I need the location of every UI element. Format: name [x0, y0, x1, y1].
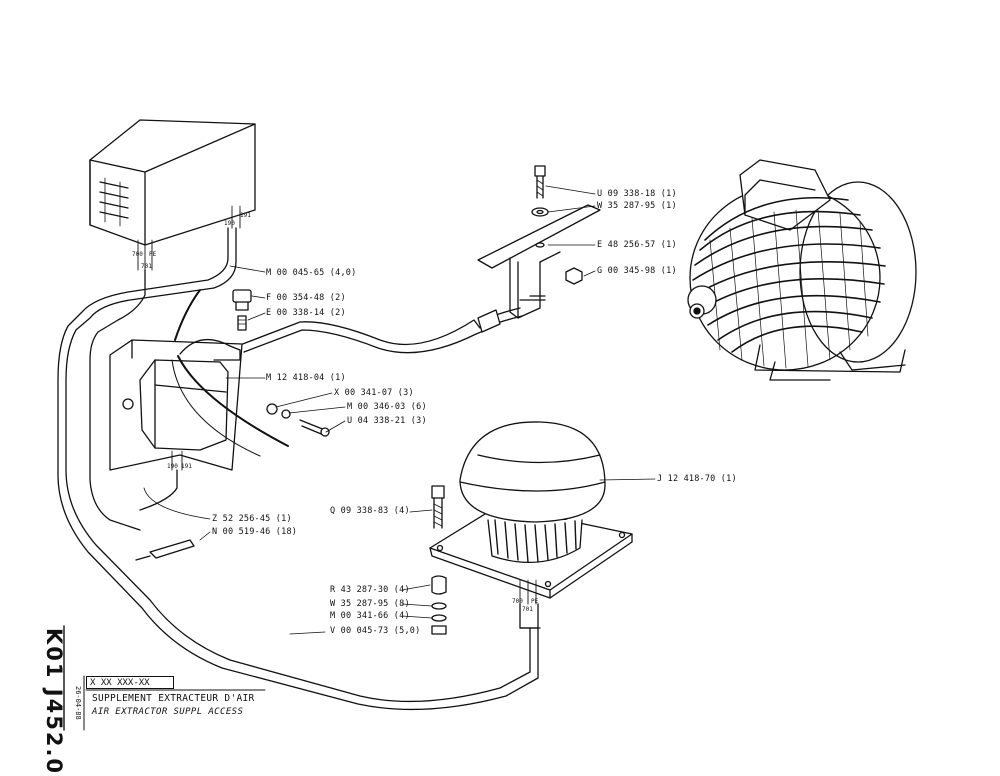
terminal-700-extractor: 700: [512, 598, 523, 605]
control-box-wires: [57, 209, 539, 711]
drawing-date: 26-04-88: [74, 686, 82, 720]
cable-clip: [135, 539, 195, 561]
electric-motor: [687, 159, 917, 381]
title-english: AIR EXTRACTOR SUPPL ACCESS: [92, 707, 244, 717]
label-j12-418-70: J 12 418-70 (1): [657, 474, 737, 484]
terminal-191-switch: 191: [181, 463, 192, 470]
label-n00-519-46: N 00 519-46 (18): [212, 527, 298, 537]
label-u04-338-21: U 04 338-21 (3): [347, 416, 427, 426]
title-block-frame: [63, 625, 266, 731]
label-e48-256-57: E 48 256-57 (1): [597, 240, 677, 250]
terminal-pe-extractor: PE: [531, 598, 539, 605]
fittings: [232, 289, 330, 437]
label-z52-256-45: Z 52 256-45 (1): [212, 514, 292, 524]
extractor-fasteners: [431, 485, 447, 635]
terminal-pe-control: PE: [149, 251, 157, 258]
terminal-190-control: 190: [224, 220, 235, 227]
leader-lines: [143, 185, 656, 635]
terminal-190-switch: 190: [167, 463, 178, 470]
label-m00-045-65: M 00 045-65 (4,0): [266, 268, 357, 278]
air-extractor: [429, 421, 633, 599]
terminal-701-control: 701: [141, 263, 152, 270]
label-w35-287-95-1: W 35 287-95 (1): [597, 201, 677, 211]
label-q09-338-83: Q 09 338-83 (4): [330, 506, 410, 516]
label-f00-354-48: F 00 354-48 (2): [266, 293, 346, 303]
extractor-leads: [519, 583, 541, 629]
terminal-markers: [137, 205, 537, 585]
terminal-700-control: 700: [132, 251, 143, 258]
label-v00-045-73: V 00 045-73 (5,0): [330, 626, 421, 636]
label-x00-341-07: X 00 341-07 (3): [334, 388, 414, 398]
terminal-701-extractor: 701: [522, 606, 533, 613]
cable-m12-418-04: [239, 307, 523, 354]
control-box: [89, 119, 256, 246]
mounting-bracket: [477, 165, 601, 319]
label-m00-346-03: M 00 346-03 (6): [347, 402, 427, 412]
label-r43-287-30: R 43 287-30 (4): [330, 585, 410, 595]
label-u09-338-18: U 09 338-18 (1): [597, 189, 677, 199]
drawing-number: K01 J452.0: [42, 628, 66, 776]
label-e00-338-14: E 00 338-14 (2): [266, 308, 346, 318]
title-french: SUPPLEMENT EXTRACTEUR D'AIR: [92, 693, 255, 704]
terminal-191-control: 191: [240, 212, 251, 219]
part-code-box: X XX XXX-XX: [86, 676, 174, 689]
label-g00-345-98: G 00 345-98 (1): [597, 266, 677, 276]
label-w35-287-95-8: W 35 287-95 (8): [330, 599, 410, 609]
label-m12-418-04: M 12 418-04 (1): [266, 373, 346, 383]
switch-box: [109, 289, 289, 511]
label-m00-341-66: M 00 341-66 (4): [330, 611, 410, 621]
